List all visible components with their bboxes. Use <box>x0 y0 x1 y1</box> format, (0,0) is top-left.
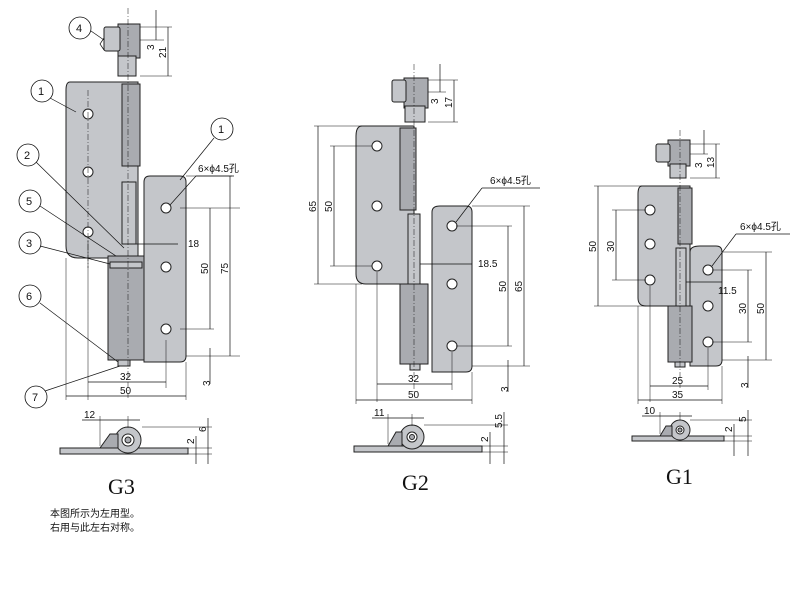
g1-pin-cap <box>655 139 691 179</box>
g2-dim-left-height: 65 <box>308 200 319 212</box>
g2-side-view: 11 2 5.5 <box>353 408 508 464</box>
g3-dim-bottom: 3 <box>202 380 213 386</box>
note-left-type: 本图所示为左用型。 <box>50 509 140 520</box>
g3-right-leaf <box>143 175 187 363</box>
g1-side-height: 5 <box>738 416 749 422</box>
g3-label: G3 <box>108 474 135 499</box>
g1-hole-label: 6×ϕ4.5孔 <box>740 221 781 233</box>
g3-side-view: 12 2 6 <box>59 410 212 464</box>
g2-dimensions: 3 17 65 50 18.5 50 65 3 <box>308 64 530 404</box>
g1-dim-pin-top: 3 <box>694 162 705 168</box>
g1-dim-offset: 11.5 <box>718 286 737 297</box>
g1-dim-left-spacing: 30 <box>606 240 617 252</box>
g3-dim-plate-width: 50 <box>120 386 132 397</box>
g1-dim-left-height: 50 <box>588 240 599 252</box>
g3-dim-leaf-width: 32 <box>120 372 132 383</box>
g2-pin-cap <box>391 77 429 123</box>
g2-side-thick: 2 <box>480 436 491 442</box>
g1-assembly: 3 13 50 30 11.5 30 50 3 <box>588 130 790 489</box>
g2-assembly: 3 17 65 50 18.5 50 65 3 <box>308 64 540 495</box>
g2-side-height: 5.5 <box>494 414 505 428</box>
g3-pin-cap <box>99 23 141 77</box>
callout-3: 3 <box>26 238 32 250</box>
g2-side-width: 11 <box>374 408 385 419</box>
g1-dim-plate-width: 35 <box>672 390 684 401</box>
callout-4: 4 <box>76 23 82 35</box>
callout-1-left: 1 <box>38 86 44 98</box>
g1-dim-right-spacing: 30 <box>738 302 749 314</box>
g1-side-width: 10 <box>644 406 656 417</box>
g2-dim-offset: 18.5 <box>478 259 498 270</box>
g3-dim-offset: 18 <box>188 239 200 250</box>
g3-callouts: 4 1 1 2 5 3 6 7 <box>16 16 234 409</box>
g3-dim-height: 75 <box>220 262 231 274</box>
g2-dim-right-height: 65 <box>514 280 525 292</box>
g3-hole-label: 6×ϕ4.5孔 <box>198 163 239 175</box>
g3-knuckle <box>107 181 145 367</box>
g2-dim-left-spacing: 50 <box>324 200 335 212</box>
g1-dim-right-height: 50 <box>756 302 767 314</box>
g3-assembly: 3 21 50 75 3 18 32 50 6×ϕ4.5孔 <box>16 8 240 499</box>
g1-dimensions: 3 13 50 30 11.5 30 50 3 <box>588 130 772 404</box>
g2-hole-label: 6×ϕ4.5孔 <box>490 175 531 187</box>
g2-dim-leaf-width: 32 <box>408 374 420 385</box>
g2-label: G2 <box>402 470 429 495</box>
g2-dim-pin-top: 3 <box>430 98 441 104</box>
g1-right-leaf <box>689 245 723 367</box>
g3-dim-hole-spacing: 50 <box>200 262 211 274</box>
g1-dim-leaf-width: 25 <box>672 376 684 387</box>
callout-2: 2 <box>24 150 30 162</box>
g2-dim-pin-total: 17 <box>444 96 455 108</box>
g2-dim-plate-width: 50 <box>408 390 420 401</box>
g3-dim-pin-top: 3 <box>146 44 157 50</box>
callout-1-right: 1 <box>218 124 224 136</box>
g2-dim-bottom: 3 <box>500 386 511 392</box>
g3-side-thick: 2 <box>186 438 197 444</box>
g2-left-leaf <box>355 125 417 285</box>
g1-side-thick: 2 <box>724 426 735 432</box>
g1-dim-bottom: 3 <box>740 382 751 388</box>
note-symmetric: 右用与此左右对称。 <box>50 523 140 534</box>
callout-7: 7 <box>32 392 38 404</box>
g3-dim-pin-total: 21 <box>158 46 169 58</box>
g1-label: G1 <box>666 464 693 489</box>
callout-6: 6 <box>26 291 32 303</box>
g3-left-leaf <box>65 81 141 259</box>
g2-dim-right-spacing: 50 <box>498 280 509 292</box>
g2-right-leaf <box>431 205 473 373</box>
g1-side-view: 10 2 5 <box>631 406 752 456</box>
callout-5: 5 <box>26 196 32 208</box>
g3-side-height: 6 <box>198 426 209 432</box>
g3-side-width: 12 <box>84 410 96 421</box>
g3-hole-leader <box>169 175 197 206</box>
g3-dimensions: 3 21 50 75 3 18 32 50 <box>65 10 240 400</box>
g1-dim-pin-total: 13 <box>706 156 717 168</box>
